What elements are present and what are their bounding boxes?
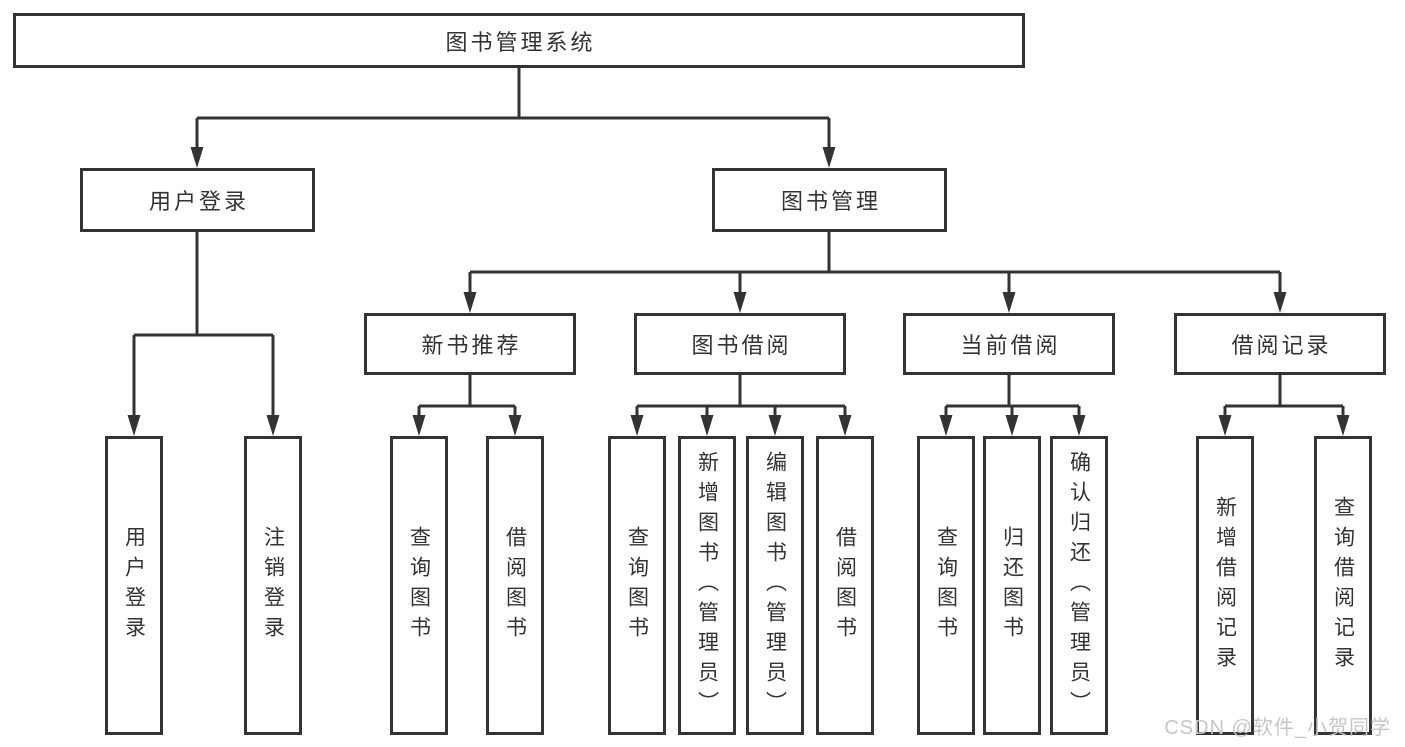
node-label: 归还图书	[1000, 525, 1024, 646]
connector-new-book-recommend-to-leaves	[417, 375, 517, 419]
connector-root-to-level2	[195, 68, 831, 150]
node-leaf-user-login: 用户登录	[105, 436, 163, 735]
csdn-watermark: CSDN @软件_小贺同学	[1164, 717, 1391, 739]
node-label: 当前借阅	[960, 333, 1061, 358]
node-leaf-query-book: 查询图书	[917, 436, 975, 735]
node-label: 新增借阅记录	[1213, 495, 1237, 676]
node-label: 新增图书（管理员）	[695, 450, 719, 721]
node-new-book-recommend: 新书推荐	[364, 313, 576, 375]
node-label: 用户登录	[122, 525, 146, 646]
node-label: 借阅图书	[833, 525, 857, 646]
node-leaf-logout: 注销登录	[244, 436, 302, 735]
node-leaf-query-book: 查询图书	[390, 436, 448, 735]
node-library-management-system: 图书管理系统	[13, 13, 1025, 68]
node-label: 图书管理	[780, 189, 881, 214]
node-label: 确认归还（管理员）	[1067, 450, 1091, 721]
node-label: 图书管理系统	[445, 29, 596, 55]
connector-book-borrow-to-leaves	[635, 375, 847, 419]
node-label: 借阅图书	[503, 525, 527, 646]
node-label: 编辑图书（管理员）	[763, 450, 787, 721]
node-label: 查询图书	[625, 525, 649, 646]
node-user-login-branch: 用户登录	[80, 168, 315, 232]
node-book-management-branch: 图书管理	[712, 168, 947, 232]
connector-user-login-to-leaves	[132, 232, 275, 418]
arrowhead	[1336, 415, 1350, 436]
arrowhead	[838, 415, 852, 436]
arrowhead	[630, 415, 644, 436]
arrowhead	[700, 415, 714, 436]
arrowhead	[733, 292, 747, 313]
node-borrow-record: 借阅记录	[1174, 313, 1386, 375]
node-label: 借阅记录	[1231, 333, 1332, 358]
arrowhead	[1005, 415, 1019, 436]
node-leaf-add-book-admin: 新增图书（管理员）	[678, 436, 736, 735]
node-label: 查询图书	[407, 525, 431, 646]
arrowhead	[508, 415, 522, 436]
arrowhead	[939, 415, 953, 436]
node-leaf-borrow-book: 借阅图书	[486, 436, 544, 735]
node-book-borrow: 图书借阅	[634, 313, 846, 375]
node-leaf-query-borrow-record: 查询借阅记录	[1314, 436, 1372, 735]
arrowhead	[190, 147, 204, 168]
node-leaf-confirm-return-admin: 确认归还（管理员）	[1050, 436, 1108, 735]
arrowhead	[266, 415, 280, 436]
node-label: 查询图书	[934, 525, 958, 646]
connector-book-management-to-level3	[468, 232, 1282, 296]
node-label: 注销登录	[261, 525, 285, 646]
arrowhead	[822, 147, 836, 168]
arrowhead	[412, 415, 426, 436]
connector-current-borrow-to-leaves	[944, 375, 1081, 419]
node-current-borrow: 当前借阅	[903, 313, 1115, 375]
connector-borrow-record-to-leaves	[1223, 375, 1345, 419]
node-leaf-add-borrow-record: 新增借阅记录	[1196, 436, 1254, 735]
arrowhead	[463, 292, 477, 313]
arrowhead	[1072, 415, 1086, 436]
node-leaf-query-book: 查询图书	[608, 436, 666, 735]
node-leaf-borrow-book: 借阅图书	[816, 436, 874, 735]
arrowhead	[1002, 292, 1016, 313]
node-label: 图书借阅	[691, 333, 792, 358]
arrowhead	[768, 415, 782, 436]
node-label: 新书推荐	[421, 333, 522, 358]
arrowhead	[1218, 415, 1232, 436]
arrowhead	[127, 415, 141, 436]
arrowhead	[1273, 292, 1287, 313]
node-leaf-return-book: 归还图书	[983, 436, 1041, 735]
node-label: 查询借阅记录	[1331, 495, 1355, 676]
node-leaf-edit-book-admin: 编辑图书（管理员）	[746, 436, 804, 735]
node-label: 用户登录	[148, 189, 249, 214]
